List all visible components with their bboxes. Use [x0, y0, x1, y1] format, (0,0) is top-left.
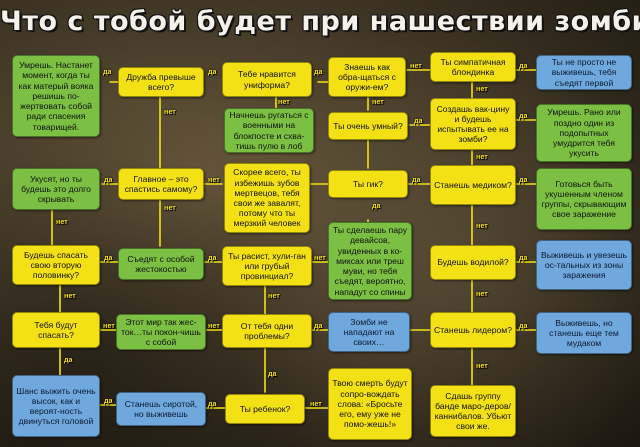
- node-will-save-half: Будешь спасать свою вторую половинку?: [12, 245, 100, 285]
- edge-label-yes: да: [519, 61, 528, 70]
- edge-label-yes: да: [103, 67, 112, 76]
- edge-label-no: нет: [476, 289, 488, 298]
- edge-label-no: нет: [476, 221, 488, 230]
- edge-label-yes: да: [412, 175, 421, 184]
- edge-label-no: нет: [278, 97, 290, 106]
- node-create-vaccine: Создашь вак-цину и будешь испытывать ее …: [430, 98, 516, 150]
- edge-label-yes: да: [519, 111, 528, 120]
- edge-label-yes: да: [104, 253, 113, 262]
- edge-label-no: нет: [476, 84, 488, 93]
- node-survive-leave: Выживешь и увезешь ос-тальных из зоны за…: [536, 240, 632, 290]
- edge-label-yes: да: [64, 355, 73, 364]
- edge-label-yes: да: [414, 116, 423, 125]
- edge-label-no: нет: [208, 175, 220, 184]
- node-cute-blonde: Ты симпатичная блондинка: [430, 52, 516, 82]
- edge-label-no: нет: [372, 97, 384, 106]
- node-friendship: Дружба превыше всего?: [118, 67, 204, 97]
- node-death-words: Твою смерть будут сопро-вождать слова: «…: [328, 368, 412, 440]
- edge-label-yes: да: [314, 321, 323, 330]
- edge-label-yes: да: [208, 253, 217, 262]
- node-die-mother: Умрешь. Настанет момент, когда ты как ма…: [12, 55, 100, 137]
- edge-label-no: нет: [314, 253, 326, 262]
- node-save-you: Тебя будут спасать?: [12, 312, 100, 348]
- edge-label-no: нет: [476, 152, 488, 161]
- node-are-you-child: Ты ребенок?: [225, 394, 305, 424]
- edge-label-yes: да: [268, 369, 277, 378]
- node-hand-cannibals: Сдашь группу банде маро-деров/каннибалов…: [430, 385, 516, 437]
- node-know-weapons: Знаешь как обра-щаться с оружи-ем?: [328, 57, 406, 97]
- edge-label-yes: да: [208, 399, 217, 408]
- diagram-title: Что с тобой будет при нашествии зомби: [0, 6, 640, 37]
- edge-label-no: нет: [164, 203, 176, 212]
- node-get-ready-bitten: Готовься быть укушенным членом группы, с…: [536, 168, 632, 230]
- edge-label-yes: да: [372, 201, 381, 210]
- edge-label-yes: да: [104, 396, 113, 405]
- edge-label-no: нет: [476, 361, 488, 370]
- node-bitten-long: Укусят, но ты будешь это долго скрывать: [12, 168, 100, 210]
- node-die-early: Умрешь. Рано или поздно один из подопытн…: [536, 104, 632, 162]
- node-likely-avoid: Скорее всего, ты избежишь зубов мертвецо…: [224, 163, 310, 233]
- node-be-driver: Будешь водилой?: [430, 245, 516, 280]
- node-zombies-wont: Зомби не нападают на своих…: [328, 312, 410, 352]
- edge-label-no: нет: [103, 321, 115, 330]
- node-like-uniform: Тебе нравится униформа?: [222, 62, 312, 97]
- edge-label-yes: да: [519, 175, 528, 184]
- edge-label-yes: да: [519, 321, 528, 330]
- edge-label-yes: да: [208, 67, 217, 76]
- edge-label-no: нет: [310, 399, 322, 408]
- node-problems: От тебя одни проблемы?: [222, 314, 312, 348]
- edge-label-no: нет: [268, 291, 280, 300]
- node-survival-chance: Шанс выжить очень высок, как и вероят-но…: [12, 375, 100, 437]
- node-start-swearing: Начнешь ругаться с военными на блокпосте…: [224, 108, 314, 153]
- node-eaten-cruelty: Съедят с особой жестокостью: [118, 248, 204, 280]
- edge-label-no: нет: [164, 107, 176, 116]
- edge-label-yes: да: [519, 253, 528, 262]
- node-become-medic: Станешь медиком?: [430, 165, 516, 205]
- edge-label-no: нет: [208, 321, 220, 330]
- edge-label-yes: да: [104, 175, 113, 184]
- edge-label-no: нет: [64, 291, 76, 300]
- node-become-leader: Станешь лидером?: [430, 312, 516, 348]
- node-become-orphan: Станешь сиротой, но выживешь: [116, 392, 206, 426]
- node-racist: Ты расист, хули-ган или грубый провинциа…: [222, 246, 312, 286]
- node-not-survive-first: Ты не просто не выживешь, тебя съедят пе…: [536, 55, 632, 90]
- node-survive-not-mad: Выживешь, но станешь еще тем мудаком: [536, 312, 632, 354]
- node-very-smart: Ты очень умный?: [328, 112, 408, 140]
- edge-label-no: нет: [56, 217, 68, 226]
- edge-label-yes: да: [314, 67, 323, 76]
- node-gadgets-geek: Ты сделаешь пару девайсов, увиденных в к…: [328, 222, 412, 300]
- node-main-survive: Главное – это спастись самому?: [118, 168, 204, 200]
- node-world-cruel: Этот мир так жес-ток…ты покон-чишь с соб…: [116, 314, 206, 350]
- node-are-you-geek: Ты гик?: [328, 170, 408, 198]
- edge-label-no: нет: [410, 61, 422, 70]
